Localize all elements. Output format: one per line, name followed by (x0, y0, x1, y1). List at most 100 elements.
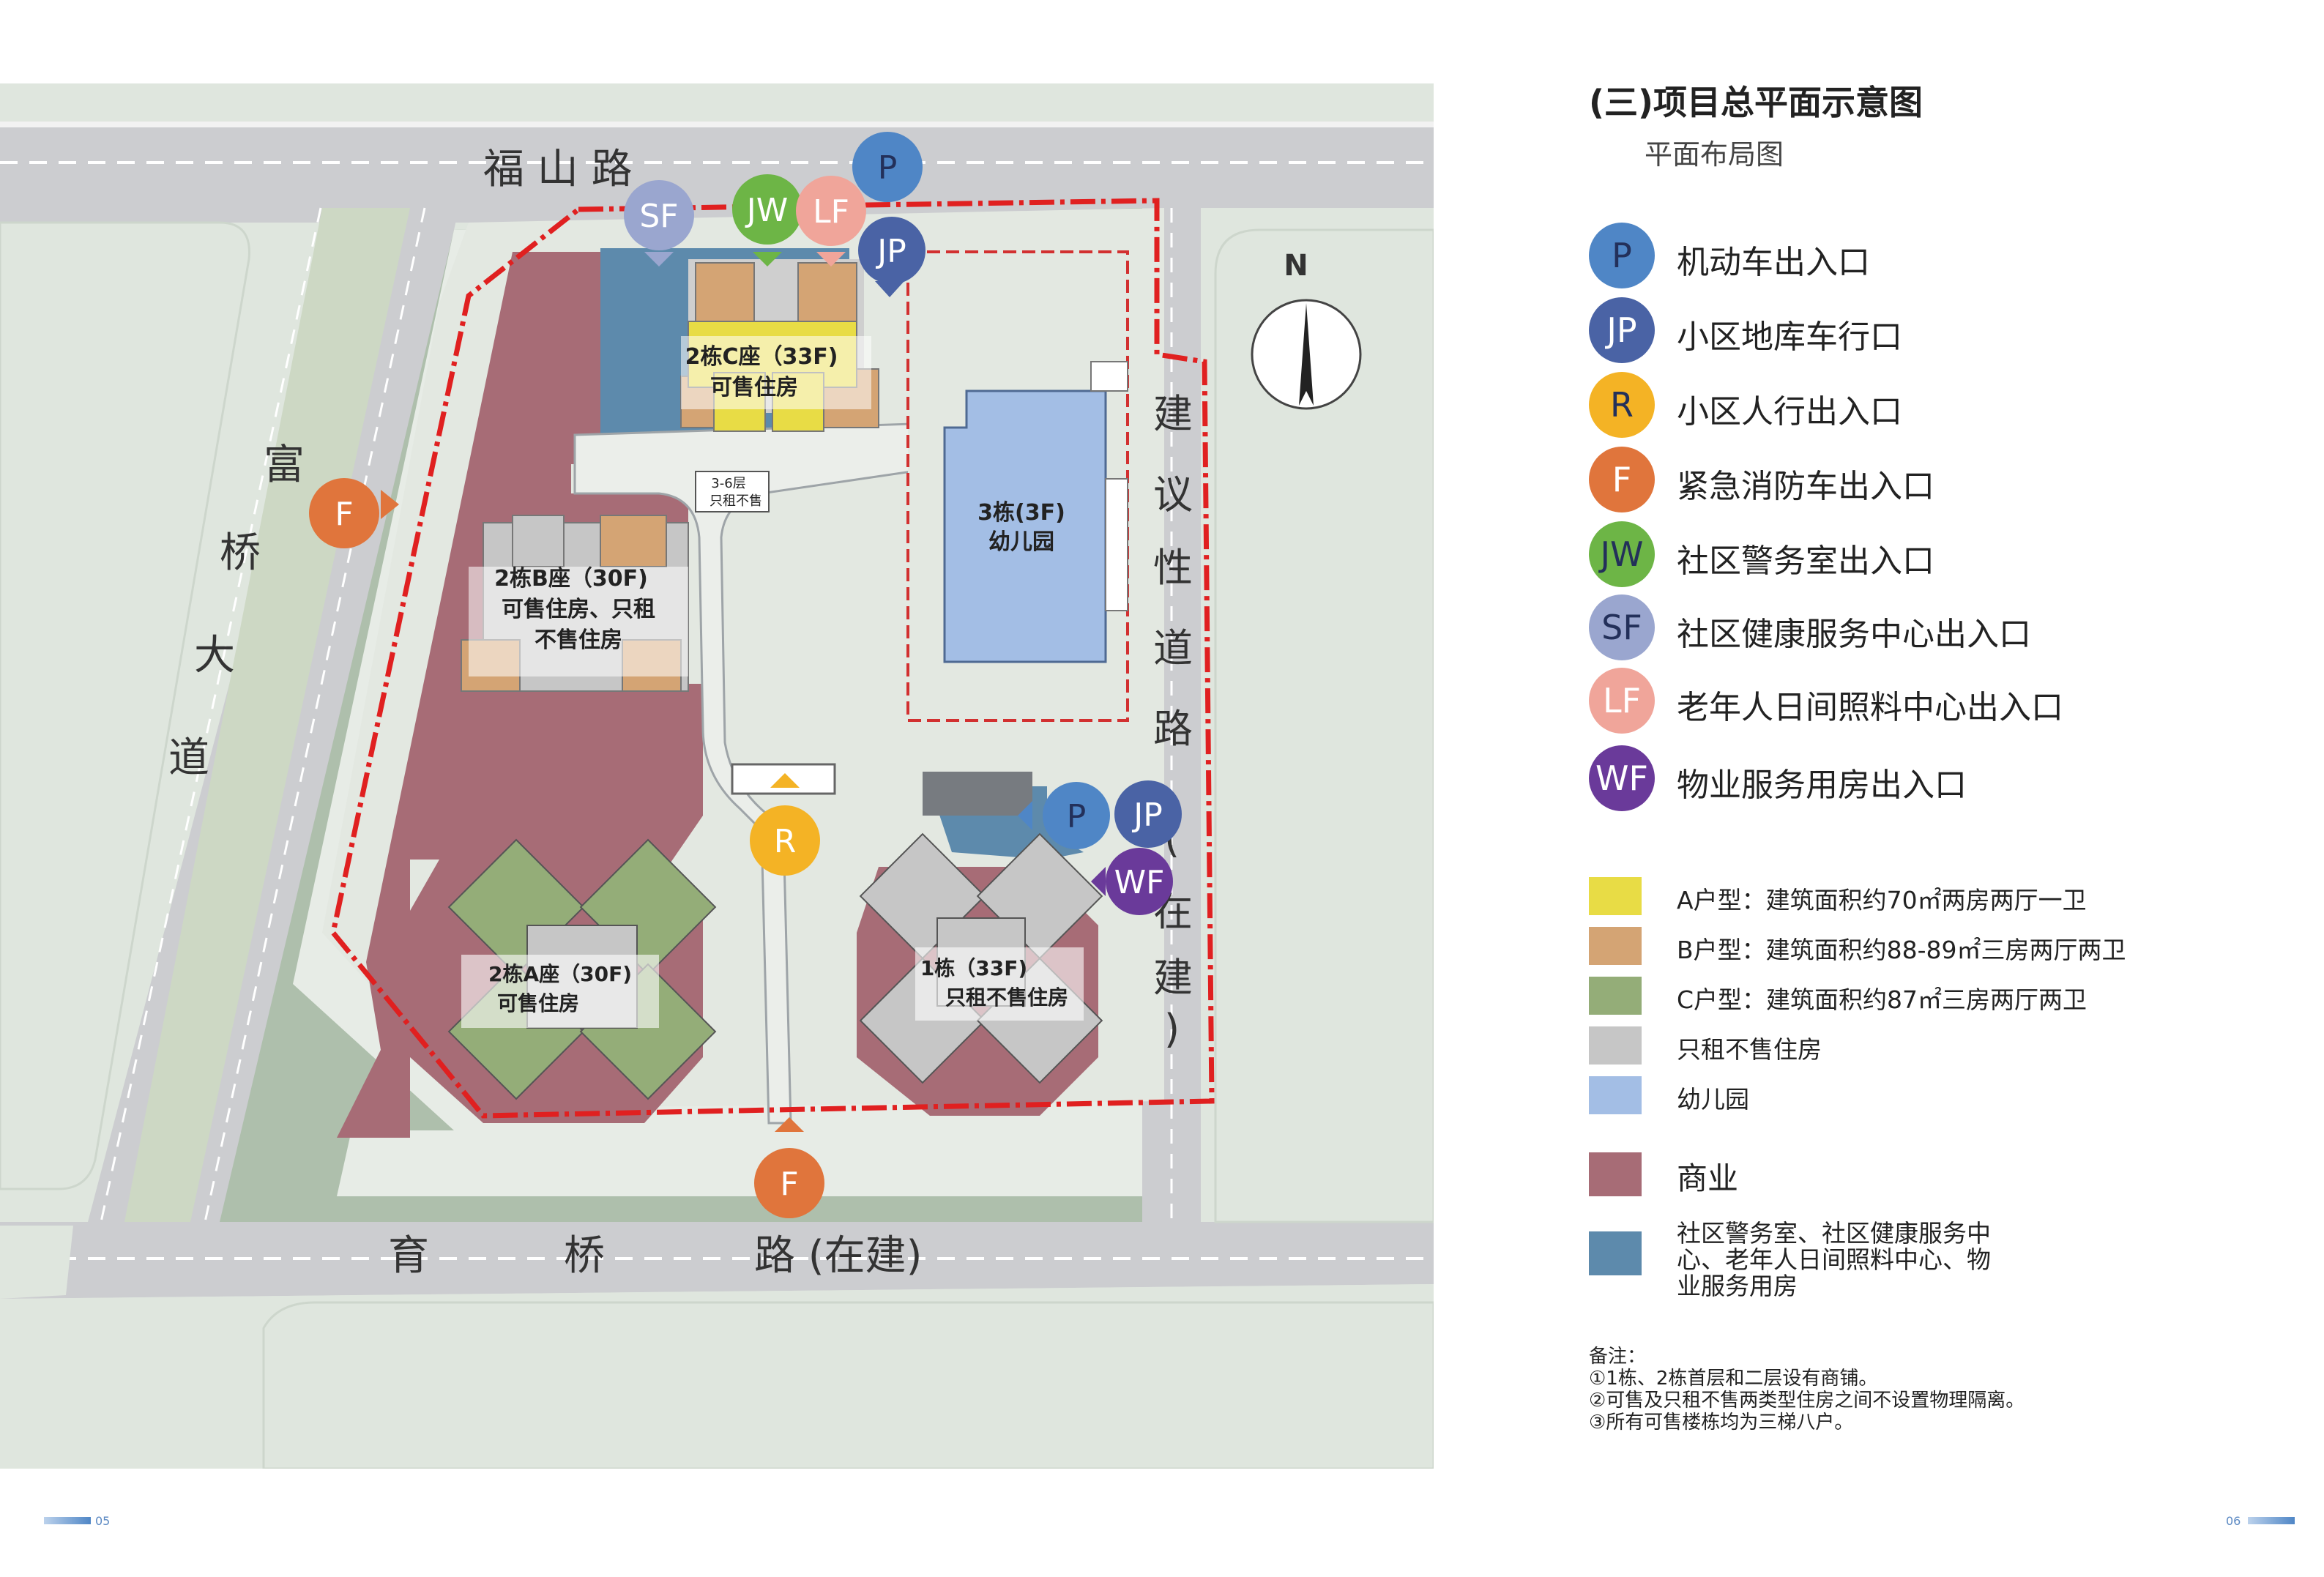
notes-heading: 备注： (1589, 1346, 1647, 1368)
marker-f-west: F (309, 478, 399, 548)
legend-item-p: P 机动车出入口 (1589, 223, 2248, 291)
swatch-type-c (1589, 977, 1642, 1015)
road-label-east-3: 性 (1153, 545, 1193, 591)
road-label-east-9: ) (1164, 1006, 1180, 1052)
legend-label-r: 小区人行出入口 (1677, 393, 1902, 430)
svg-text:F: F (780, 1166, 798, 1203)
road-label-west-3: 大 (194, 632, 235, 679)
marker-p-east: P (1018, 782, 1110, 849)
legend-item-jp: JP 小区地库车行口 (1589, 297, 2248, 366)
building-2a (447, 838, 717, 1100)
marker-jp-north: JP (858, 217, 925, 297)
marker-sf: SF (624, 180, 694, 266)
label-rent-only: 只租不售 (710, 493, 762, 509)
swatch-kindergarten (1589, 1076, 1642, 1114)
compass (1251, 299, 1362, 410)
marker-r: R (750, 773, 820, 876)
road-label-south-1: 育 (388, 1232, 429, 1280)
swatch-rent-only (1589, 1026, 1642, 1065)
svg-text:P: P (878, 149, 898, 187)
legend-item-jw: JW 社区警务室出入口 (1589, 521, 2248, 590)
label-commercial: 商业 (1677, 1160, 1739, 1196)
marker-lf: LF (796, 176, 866, 266)
svg-text:WF: WF (1114, 864, 1165, 901)
yuqiao-road (0, 1222, 1434, 1299)
svg-text:F: F (335, 496, 353, 533)
legend-marker-jw: JW (1589, 521, 1655, 587)
page-bar-left (44, 1517, 91, 1524)
legend-marker-lf: LF (1589, 668, 1655, 734)
legend-label-sf: 社区健康服务中心出入口 (1677, 616, 2031, 653)
legend-label-jp: 小区地库车行口 (1677, 318, 1902, 356)
building-3-kindergarten (943, 389, 1107, 663)
label-1-line2: 只租不售住房 (945, 985, 1068, 1010)
svg-text:LF: LF (813, 193, 849, 231)
legend-item-sf: SF 社区健康服务中心出入口 (1589, 594, 2248, 663)
marker-jp-east: JP (1114, 780, 1182, 848)
label-rent-only: 只租不售住房 (1677, 1035, 1822, 1064)
section-subtitle: 平面布局图 (1645, 138, 1784, 171)
road-label-west-1: 富 (264, 441, 305, 489)
label-2c-line2: 可售住房 (710, 375, 798, 400)
page-number-right: 06 (2226, 1514, 2241, 1528)
legend-marker-sf: SF (1589, 594, 1655, 660)
marker-jw: JW (732, 174, 802, 266)
road-label-east-1: 建 (1153, 391, 1193, 437)
label-2b-line3: 不售住房 (535, 627, 622, 653)
svg-text:SF: SF (639, 198, 678, 235)
svg-text:JP: JP (875, 233, 906, 270)
legend-marker-f: F (1589, 447, 1655, 512)
legend-marker-wf: WF (1589, 745, 1655, 811)
label-2a-line1: 2栋A座（30F) (488, 962, 632, 986)
label-3-line1: 3栋(3F) (977, 500, 1065, 526)
legend-item-wf: WF 物业服务用房出入口 (1589, 745, 2248, 814)
label-community-line1: 社区警务室、社区健康服务中 (1677, 1219, 1991, 1248)
label-type-c: C户型：建筑面积约87㎡三房两厅两卫 (1677, 985, 2087, 1014)
svg-text:R: R (774, 823, 797, 860)
swatch-type-a (1589, 877, 1642, 915)
building-2b (461, 515, 689, 692)
label-1-line1: 1栋（33F) (920, 956, 1027, 980)
road-label-east-4: 道 (1153, 625, 1193, 671)
legend-marker-r: R (1589, 372, 1655, 438)
page-bar-right (2248, 1517, 2295, 1524)
label-3-6-floors: 3-6层 (711, 476, 745, 491)
note-3: ③所有可售楼栋均为三梯八户。 (1589, 1412, 1854, 1434)
legend-label-lf: 老年人日间照料中心出入口 (1677, 689, 2063, 726)
road-label-west-4: 道 (168, 734, 209, 782)
note-2: ②可售及只租不售两类型住房之间不设置物理隔离。 (1589, 1390, 2025, 1412)
commercial-podium-west (337, 252, 703, 1138)
legend-item-lf: LF 老年人日间照料中心出入口 (1589, 668, 2248, 737)
legend-marker-jp: JP (1589, 297, 1655, 363)
building-2c (680, 259, 879, 432)
legend-item-f: F 紧急消防车出入口 (1589, 447, 2248, 515)
marker-p-north: P (852, 132, 923, 202)
note-1: ①1栋、2栋首层和二层设有商铺。 (1589, 1368, 1878, 1390)
road-label-south-2: 桥 (564, 1232, 605, 1280)
label-2b-line1: 2栋B座（30F) (494, 566, 648, 592)
section-title: (三)项目总平面示意图 (1589, 83, 1923, 122)
legend-marker-p: P (1589, 223, 1655, 288)
marker-wf: WF (1091, 848, 1173, 915)
label-kindergarten: 幼儿园 (1677, 1085, 1749, 1114)
label-type-b: B户型：建筑面积约88-89㎡三房两厅两卫 (1677, 936, 2126, 964)
label-2b-line2: 可售住房、只租 (502, 597, 655, 622)
road-label-south-3: 路 (在建) (754, 1232, 923, 1280)
legend-label-p: 机动车出入口 (1677, 244, 1870, 281)
svg-text:JW: JW (745, 192, 788, 229)
svg-text:P: P (1067, 798, 1087, 835)
marker-f-south: F (754, 1117, 824, 1218)
svg-text:JP: JP (1131, 797, 1163, 834)
swatch-community-services (1589, 1231, 1642, 1275)
road-label-north: 福 山 路 (483, 146, 633, 193)
label-community-line3: 业服务用房 (1677, 1272, 1798, 1300)
road-label-east-2: 议 (1153, 471, 1193, 518)
site-boundary (330, 198, 1215, 1119)
swatch-type-b (1589, 927, 1642, 965)
label-community-line2: 心、老年人日间照料中心、物 (1677, 1245, 1991, 1274)
legend-label-wf: 物业服务用房出入口 (1677, 767, 1967, 804)
road-label-east-8: 建 (1153, 955, 1193, 1001)
road-label-west-2: 桥 (220, 529, 261, 577)
site-plan-map: 福 山 路 N 富 桥 大 道 育 桥 路 (在建) 建 议 性 道 路 ( 在… (0, 83, 1434, 1469)
compass-north-label: N (1284, 249, 1308, 283)
